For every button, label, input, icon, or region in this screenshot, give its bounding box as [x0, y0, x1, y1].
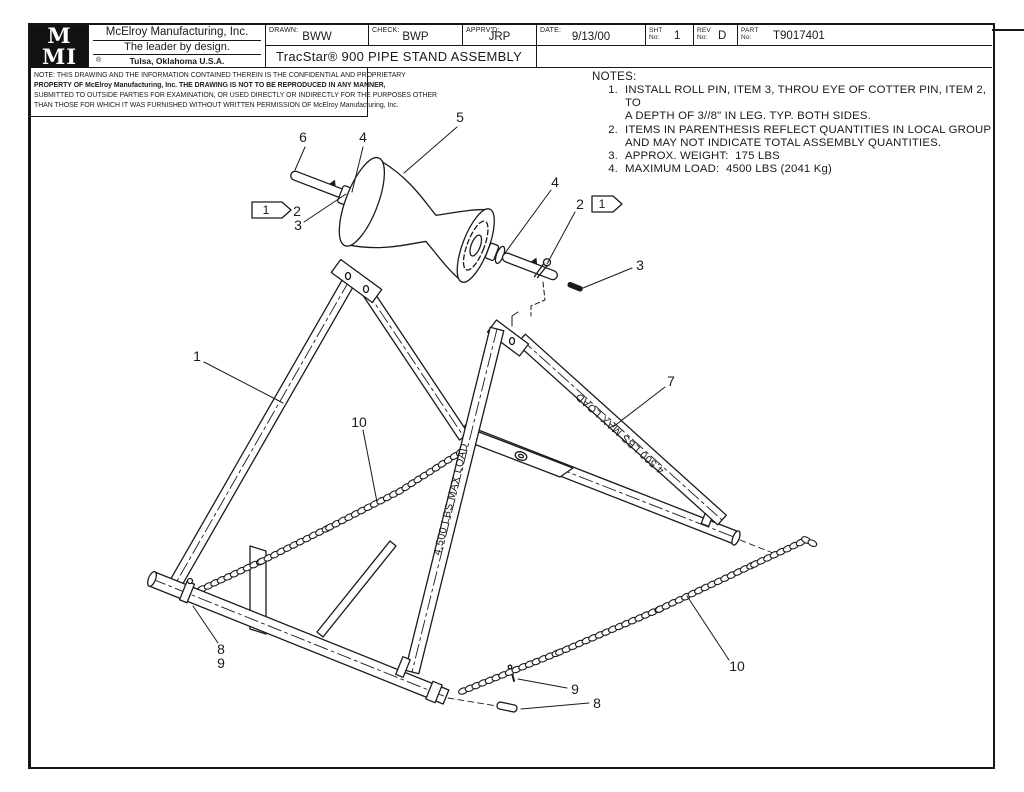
divider	[93, 40, 261, 41]
note-item: 1. INSTALL ROLL PIN, ITEM 3, THROU EYE O…	[608, 84, 990, 123]
empty-title-cell	[536, 46, 992, 68]
confidentiality-box	[31, 68, 368, 117]
field-date: DATE: 9/13/00	[536, 25, 645, 46]
date-value: 9/13/00	[571, 31, 611, 43]
apprvd-label: APPRV'D:	[466, 27, 500, 34]
company-name: McElroy Manufacturing, Inc.	[105, 26, 249, 38]
field-drawn: DRAWN: BWW	[265, 25, 368, 46]
confidentiality-note: NOTE: THIS DRAWING AND THE INFORMATION C…	[34, 72, 438, 109]
company-location: Tulsa, Oklahoma U.S.A.	[129, 56, 225, 66]
note-item: 4. MAXIMUM LOAD: 4500 LBS (2041 Kg)	[608, 163, 832, 176]
company-tagline: The leader by design.	[124, 41, 230, 53]
drawn-value: BWW	[302, 31, 332, 43]
mcelroy-logo: M MI	[31, 25, 88, 68]
part-value: T9017401	[773, 30, 825, 42]
field-apprvd: APPRV'D: JRP	[462, 25, 536, 46]
check-value: BWP	[402, 31, 429, 43]
date-label: DATE:	[540, 27, 562, 34]
notes-heading: NOTES:	[592, 71, 637, 83]
rev-value: D	[718, 30, 727, 42]
drawn-label: DRAWN:	[269, 27, 299, 34]
logo-letter-m: M	[47, 23, 72, 48]
check-label: CHECK:	[372, 27, 400, 34]
note-item: 2. ITEMS IN PARENTHESIS REFLECT QUANTITI…	[608, 123, 992, 149]
sht-value: 1	[674, 30, 681, 42]
logo-letters-mi: MI	[41, 44, 78, 69]
sheet-border	[28, 23, 995, 769]
drawing-title: TracStar® 900 PIPE STAND ASSEMBLY	[265, 46, 536, 68]
note-item: 3. APPROX. WEIGHT: 175 LBS	[608, 150, 780, 163]
registered-mark-icon: ®	[96, 57, 102, 64]
company-box: McElroy Manufacturing, Inc. The leader b…	[88, 25, 265, 68]
field-check: CHECK: BWP	[368, 25, 462, 46]
divider	[93, 54, 261, 55]
notes-block: NOTES: 1. INSTALL ROLL PIN, ITEM 3, THRO…	[592, 71, 994, 176]
frame-tick	[992, 29, 1024, 31]
apprvd-value: JRP	[488, 31, 511, 43]
